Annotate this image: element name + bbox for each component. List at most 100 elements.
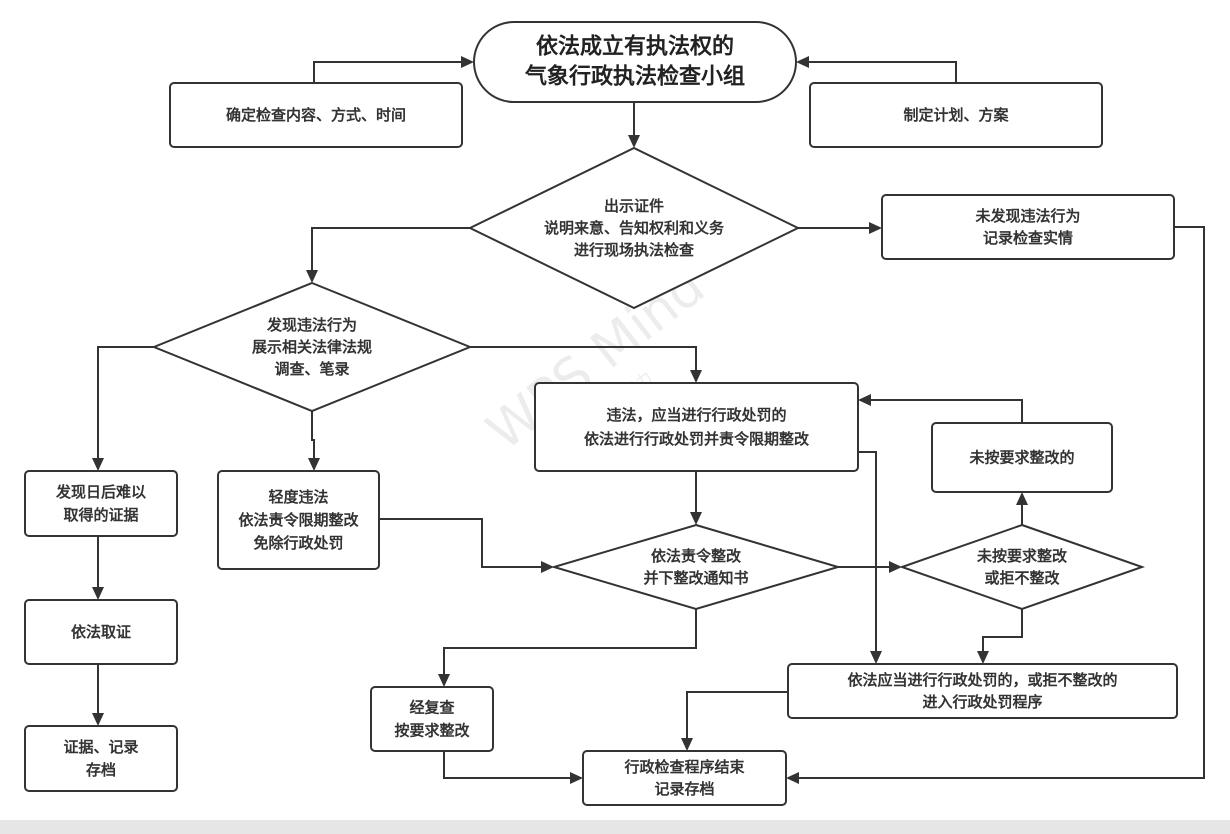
node-label-line: 发现日后难以 bbox=[55, 483, 146, 501]
connectors bbox=[92, 56, 1205, 784]
node-label-line: 依法取证 bbox=[71, 623, 131, 641]
arrowhead-icon bbox=[1016, 492, 1028, 505]
connector-minor_violation-to-order_rectify bbox=[379, 518, 554, 573]
process-box bbox=[534, 382, 859, 472]
process-box bbox=[787, 663, 1178, 719]
connector-enter_penalty-to-end bbox=[681, 691, 788, 751]
process-box bbox=[24, 725, 178, 792]
connector-start-to-show_credentials bbox=[628, 102, 640, 148]
node-label-line: 经复查 bbox=[409, 699, 455, 717]
connector-recheck_ok-to-end bbox=[443, 751, 583, 784]
node-label-line: 记录存档 bbox=[654, 780, 714, 798]
node-label-line: 依法进行行政处罚并责令限期整改 bbox=[584, 430, 810, 448]
node-not-rectified[interactable]: 未按要求整改的 bbox=[931, 422, 1113, 493]
connector-line bbox=[799, 226, 1205, 779]
connector-line bbox=[809, 61, 957, 83]
arrowhead-icon bbox=[786, 772, 799, 784]
node-label-line: 制定计划、方案 bbox=[903, 106, 1009, 124]
node-label-line: 依法成立有执法权的 bbox=[536, 34, 734, 60]
arrowhead-icon bbox=[869, 222, 882, 234]
node-label-line: 或拒不整改 bbox=[984, 569, 1060, 587]
node-collect-evidence[interactable]: 依法取证 bbox=[24, 599, 178, 665]
arrowhead-icon bbox=[570, 772, 583, 784]
connector-line bbox=[858, 451, 877, 651]
node-label-line: 行政检查程序结束 bbox=[623, 758, 745, 776]
node-label-line: 证据、记录 bbox=[63, 738, 138, 756]
node-define-content[interactable]: 确定检查内容、方式、时间 bbox=[169, 82, 463, 148]
node-label-line: 依法责令限期整改 bbox=[238, 511, 359, 529]
process-box bbox=[169, 82, 463, 148]
node-make-plan[interactable]: 制定计划、方案 bbox=[809, 82, 1103, 148]
arrowhead-icon bbox=[690, 370, 702, 383]
connector-collect_evidence-to-archive_evidence bbox=[92, 664, 104, 726]
connector-order_rectify-to-not_rectified_q bbox=[838, 561, 902, 573]
connector-line bbox=[97, 346, 154, 458]
decision-diamond bbox=[898, 523, 1146, 611]
arrowhead-icon bbox=[870, 651, 882, 664]
connector-hard_evidence-to-collect_evidence bbox=[92, 536, 104, 600]
node-label-line: 出示证件 bbox=[604, 197, 664, 215]
node-label-line: 未按要求整改 bbox=[976, 547, 1068, 565]
node-label-line: 未发现违法行为 bbox=[974, 207, 1080, 225]
terminator-box bbox=[473, 21, 797, 103]
connector-no_violation-to-end bbox=[786, 226, 1205, 784]
node-label-line: 按要求整改 bbox=[394, 722, 470, 740]
node-archive-evidence[interactable]: 证据、记录存档 bbox=[24, 725, 178, 792]
arrowhead-icon bbox=[92, 587, 104, 600]
connector-not_rectified-to-penalty_violation bbox=[858, 394, 1023, 423]
bottom-strip bbox=[0, 820, 1230, 834]
decision-diamond bbox=[467, 146, 801, 310]
arrowhead-icon bbox=[796, 56, 809, 68]
arrowhead-icon bbox=[889, 561, 902, 573]
connector-found_violation-to-hard_evidence bbox=[92, 346, 154, 471]
decision-diamond bbox=[151, 281, 473, 413]
arrowhead-icon bbox=[681, 738, 693, 751]
connector-show_credentials-to-found_violation bbox=[306, 227, 470, 283]
connector-line bbox=[686, 691, 788, 738]
connector-not_rectified_q-to-enter_penalty bbox=[977, 609, 1023, 664]
connector-line bbox=[311, 227, 470, 270]
arrowhead-icon bbox=[308, 458, 320, 471]
node-label-line: 进行现场执法检查 bbox=[574, 241, 695, 259]
connector-order_rectify-to-recheck_ok bbox=[438, 609, 697, 687]
node-label-line: 取得的证据 bbox=[63, 506, 138, 524]
connector-line bbox=[443, 751, 570, 779]
process-box bbox=[809, 82, 1103, 148]
node-label-line: 调查、笔录 bbox=[274, 360, 349, 378]
connector-line bbox=[470, 346, 697, 370]
node-label-line: 并下整改通知书 bbox=[643, 569, 748, 587]
node-label-line: 确定检查内容、方式、时间 bbox=[226, 106, 406, 124]
node-label-line: 记录检查实情 bbox=[983, 229, 1073, 247]
node-label-line: 发现违法行为 bbox=[266, 316, 357, 334]
node-label-line: 进入行政处罚程序 bbox=[922, 693, 1042, 711]
process-box bbox=[217, 470, 380, 570]
node-label-line: 展示相关法律法规 bbox=[252, 338, 372, 356]
node-label-line: 依法应当进行行政处罚的，或拒不整改的 bbox=[847, 671, 1117, 689]
node-label-line: 未按要求整改的 bbox=[968, 449, 1074, 467]
node-label-line: 气象行政执法检查小组 bbox=[524, 64, 745, 90]
process-box bbox=[370, 686, 494, 752]
connector-show_credentials-to-no_violation bbox=[798, 222, 882, 234]
connector-line bbox=[379, 518, 541, 568]
arrowhead-icon bbox=[438, 674, 450, 687]
connector-found_violation-to-minor_violation bbox=[308, 411, 320, 471]
node-label-line: 违法，应当进行行政处罚的 bbox=[606, 406, 786, 424]
connector-found_violation-to-penalty_violation bbox=[470, 346, 702, 383]
arrowhead-icon bbox=[92, 458, 104, 471]
decision-diamond bbox=[550, 523, 842, 611]
connector-make_plan-to-start bbox=[796, 56, 957, 83]
arrowhead-icon bbox=[977, 651, 989, 664]
